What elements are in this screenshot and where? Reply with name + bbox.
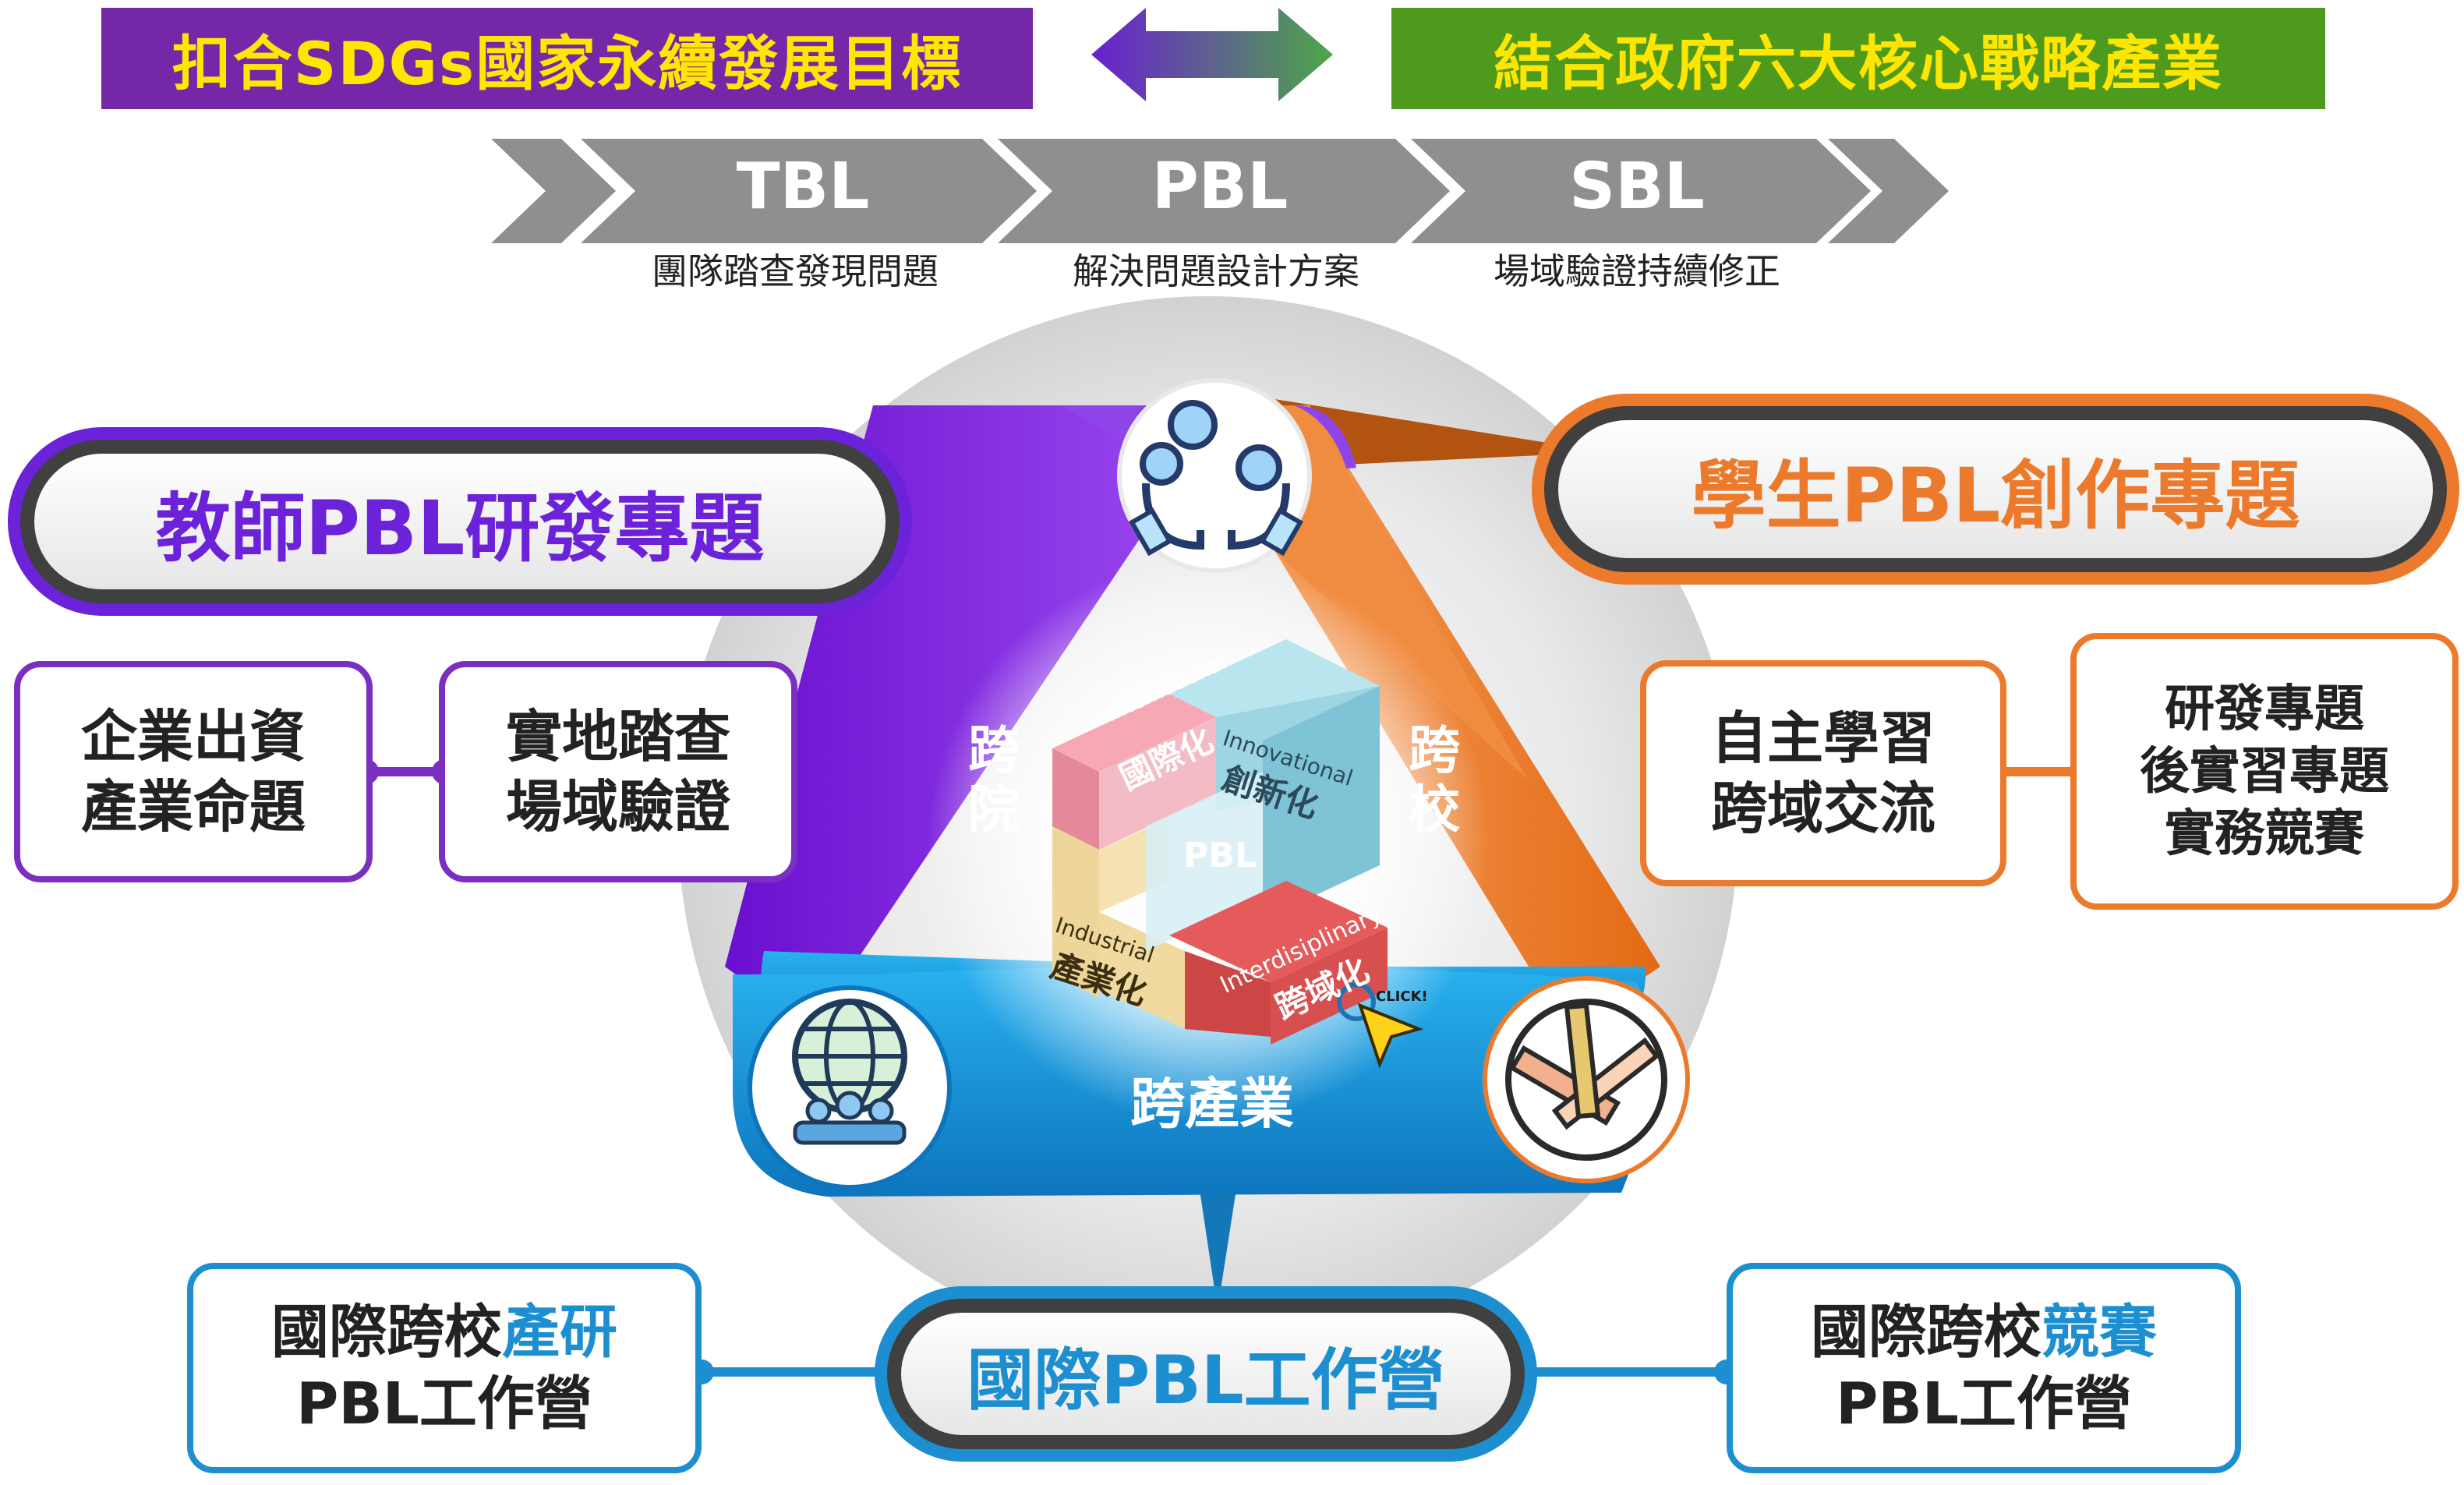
click-cursor-icon [1337,982,1424,1069]
workshop-title: 國際PBL工作營 [901,1313,1511,1435]
student-box-right: 研發專題 後實習專題 實務競賽 [2070,633,2459,910]
workshop-right-line1: 國際跨校競賽 [1811,1296,2157,1369]
double-arrow [1091,8,1333,101]
workshop-left-line1: 國際跨校產研 [271,1296,617,1369]
sdgs-banner-text: 扣合SDGs國家永續發展目標 [171,29,963,98]
workshop-right-line2: PBL工作營 [1836,1370,2132,1437]
cross-industry-label: 跨產業 [1130,1072,1294,1136]
student-box-right-line3: 實務競賽 [2165,804,2364,863]
cross-school-char2: 校 [1409,779,1460,840]
cube-block-industrial [1052,826,1099,998]
cross-college-label: 跨 院 [963,721,1025,840]
teacher-box-right-line2: 場域驗證 [505,774,730,840]
stage-pbl-desc: 解決問題設計方案 [1073,250,1359,292]
stage-pbl-label: PBL [1151,150,1289,224]
workshop-box-right: 國際跨校競賽 PBL工作營 [1727,1263,2241,1473]
student-box-right-line2: 後實習專題 [2140,742,2389,801]
stage-tbl-label: TBL [736,150,870,224]
industry-banner: 結合政府六大核心戰略產業 [1391,8,2325,109]
stage-sbl-desc: 場域驗證持續修正 [1494,250,1780,292]
teacher-title-text: 教師PBL研發專題 [155,484,765,572]
student-title: 學生PBL創作專題 [1558,420,2433,558]
gears-hands-icon [1117,378,1312,573]
cube-center-label: PBL [1183,836,1257,875]
student-box-right-line1: 研發專題 [2165,680,2364,738]
cross-college-char2: 院 [968,779,1020,840]
workshop-right-highlight: 競賽 [2042,1298,2157,1366]
teacher-box-left-line1: 企業出資 [80,704,306,769]
student-box-left-line2: 跨域交流 [1710,776,1935,841]
cube-block-international [1052,694,1216,772]
teacher-title: 教師PBL研發專題 [34,454,886,589]
workshop-left-highlight: 產研 [502,1298,617,1366]
cross-school-char1: 跨 [1409,720,1460,780]
globe-people-icon [748,985,952,1190]
workshop-left-line2: PBL工作營 [296,1370,592,1437]
cube-block-interdisciplinary [1169,881,1388,982]
workshop-left-prefix: 國際跨校 [271,1298,502,1366]
industry-banner-text: 結合政府六大核心戰略產業 [1494,29,2223,98]
workshop-pointer [1197,1169,1239,1310]
teacher-box-right: 實地踏查 場域驗證 [439,661,797,882]
hands-together-icon [1483,976,1690,1183]
process-chevrons [491,139,1949,243]
workshop-right-prefix: 國際跨校 [1811,1298,2042,1366]
student-box-left: 自主學習 跨域交流 [1640,660,2006,886]
workshop-title-text: 國際PBL工作營 [967,1342,1445,1420]
student-box-left-line1: 自主學習 [1710,705,1935,771]
cross-school-label: 跨 校 [1403,721,1465,840]
teacher-box-left: 企業出資 產業命題 [14,661,373,882]
teacher-box-right-line1: 實地踏查 [505,704,730,769]
teacher-box-left-line2: 產業命題 [80,774,306,840]
cube-block-innovational [1169,639,1380,741]
cross-college-char1: 跨 [968,720,1020,780]
click-text: CLICK! [1376,988,1428,1005]
student-title-text: 學生PBL創作專題 [1691,452,2300,539]
sdgs-banner: 扣合SDGs國家永續發展目標 [101,8,1033,109]
pbl-cube [1052,639,1388,1045]
stage-tbl-desc: 團隊踏查發現問題 [652,250,939,292]
stage-sbl-label: SBL [1569,150,1705,224]
workshop-box-left: 國際跨校產研 PBL工作營 [187,1263,702,1473]
